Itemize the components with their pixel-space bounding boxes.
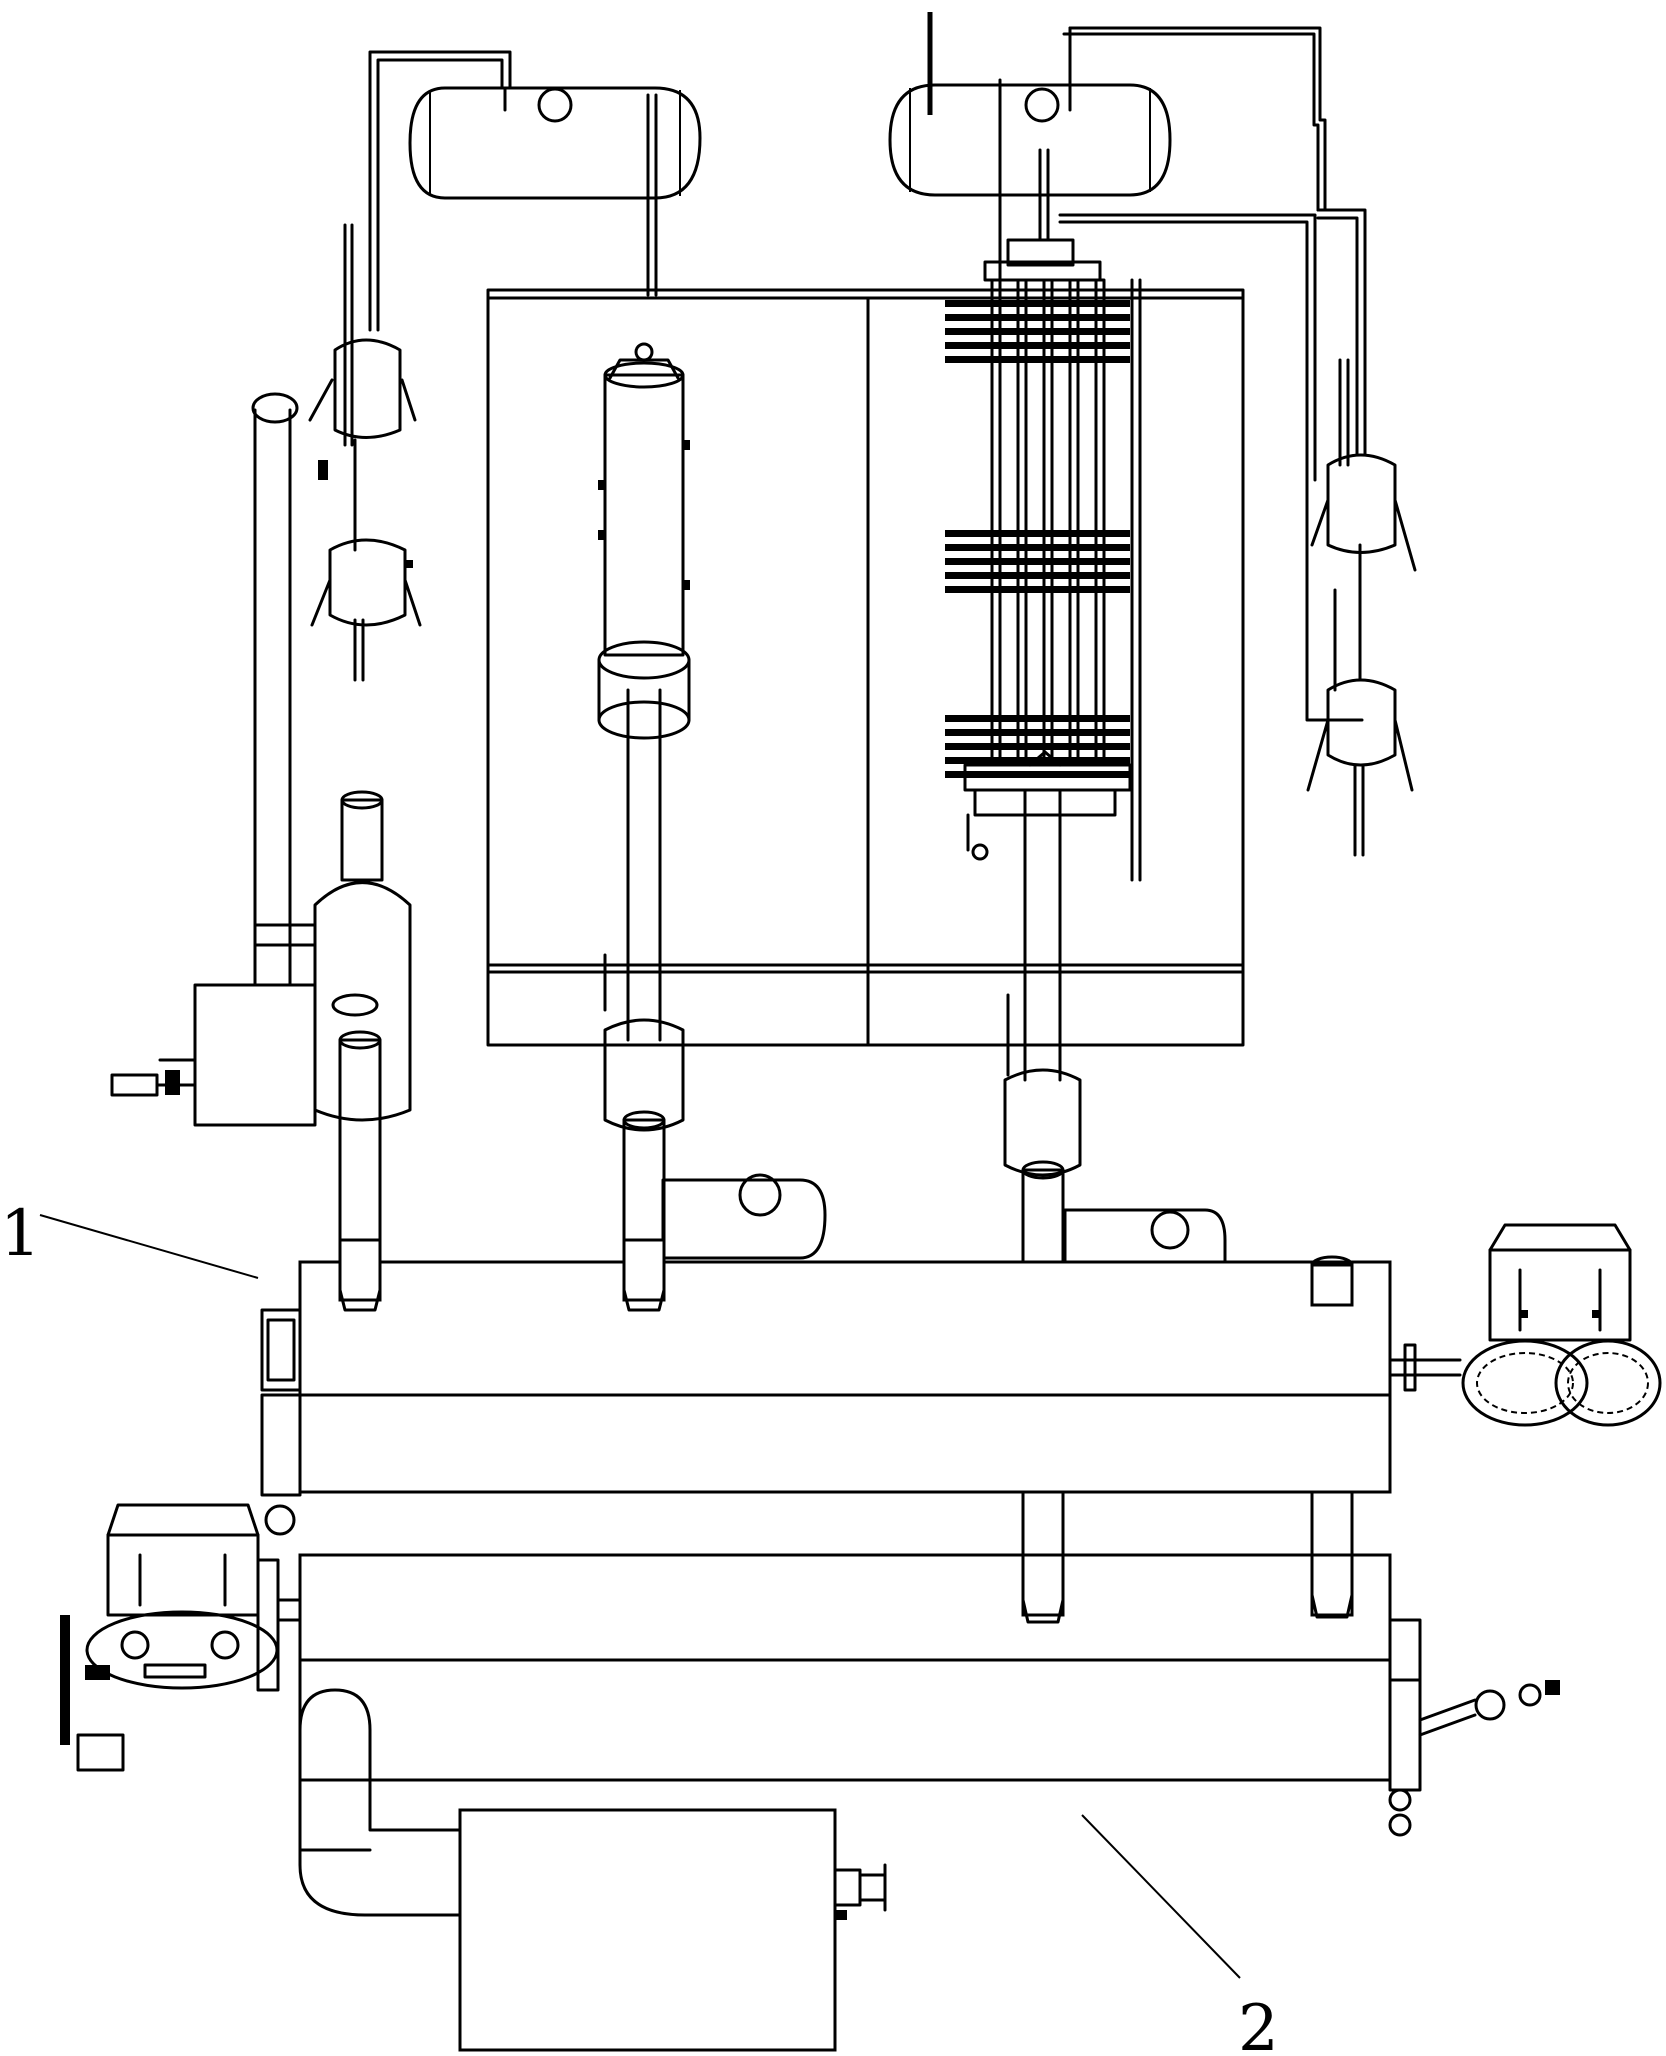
drum-top-fittings	[661, 1173, 1227, 1264]
cooling-fin	[945, 586, 1130, 593]
left-exhaust-stack	[251, 392, 299, 932]
upper-reactor-drum	[260, 1238, 1392, 1536]
cooling-fin	[945, 300, 1130, 307]
cooling-fin	[945, 572, 1130, 579]
lower-reactor-drum	[298, 1553, 1560, 1837]
callout-1: 1	[0, 1197, 259, 1279]
cooling-fin	[945, 743, 1130, 750]
leader-line-1	[39, 1214, 259, 1279]
bottom-discharge-duct	[298, 1688, 887, 2052]
left-feed-hopper	[60, 1503, 302, 1772]
left-vessel-lower	[310, 438, 422, 682]
cooling-fin	[945, 729, 1130, 736]
cooling-fin	[945, 757, 1130, 764]
cooling-fin	[945, 314, 1130, 321]
leader-line-2	[1081, 1814, 1241, 1979]
cooling-fin	[945, 544, 1130, 551]
left-cyclone-separator	[110, 790, 412, 1127]
condenser-tube	[1068, 278, 1080, 767]
condenser-tube-array	[945, 148, 1142, 1082]
reactor-column-left	[597, 342, 691, 1042]
cooling-fin	[945, 328, 1130, 335]
condenser-tube	[1094, 278, 1106, 767]
right-vessel-upper	[1310, 358, 1417, 682]
top-tank-left	[408, 86, 702, 297]
cooling-fin	[945, 771, 1130, 778]
callout-2: 2	[1081, 1814, 1279, 2056]
cooling-fin	[945, 342, 1130, 349]
condenser-tube	[1016, 278, 1028, 767]
pipe-top-left	[368, 50, 512, 332]
callout-label-2: 2	[1238, 1992, 1279, 2056]
cooling-fin	[945, 356, 1130, 363]
cooling-fin	[945, 558, 1130, 565]
cooling-fin	[945, 530, 1130, 537]
condenser-tube	[1042, 278, 1054, 767]
condenser-tube	[990, 278, 1002, 767]
upper-drum-outlet	[1388, 1223, 1662, 1427]
right-vessel-lower	[1306, 588, 1414, 857]
pipe-top-right	[1068, 26, 1327, 212]
top-tank-right	[888, 12, 1172, 292]
left-vessel-upper	[308, 223, 417, 480]
callout-label-1: 1	[0, 1197, 41, 1271]
cooling-fin	[945, 715, 1130, 722]
central-enclosure	[486, 288, 1245, 1047]
